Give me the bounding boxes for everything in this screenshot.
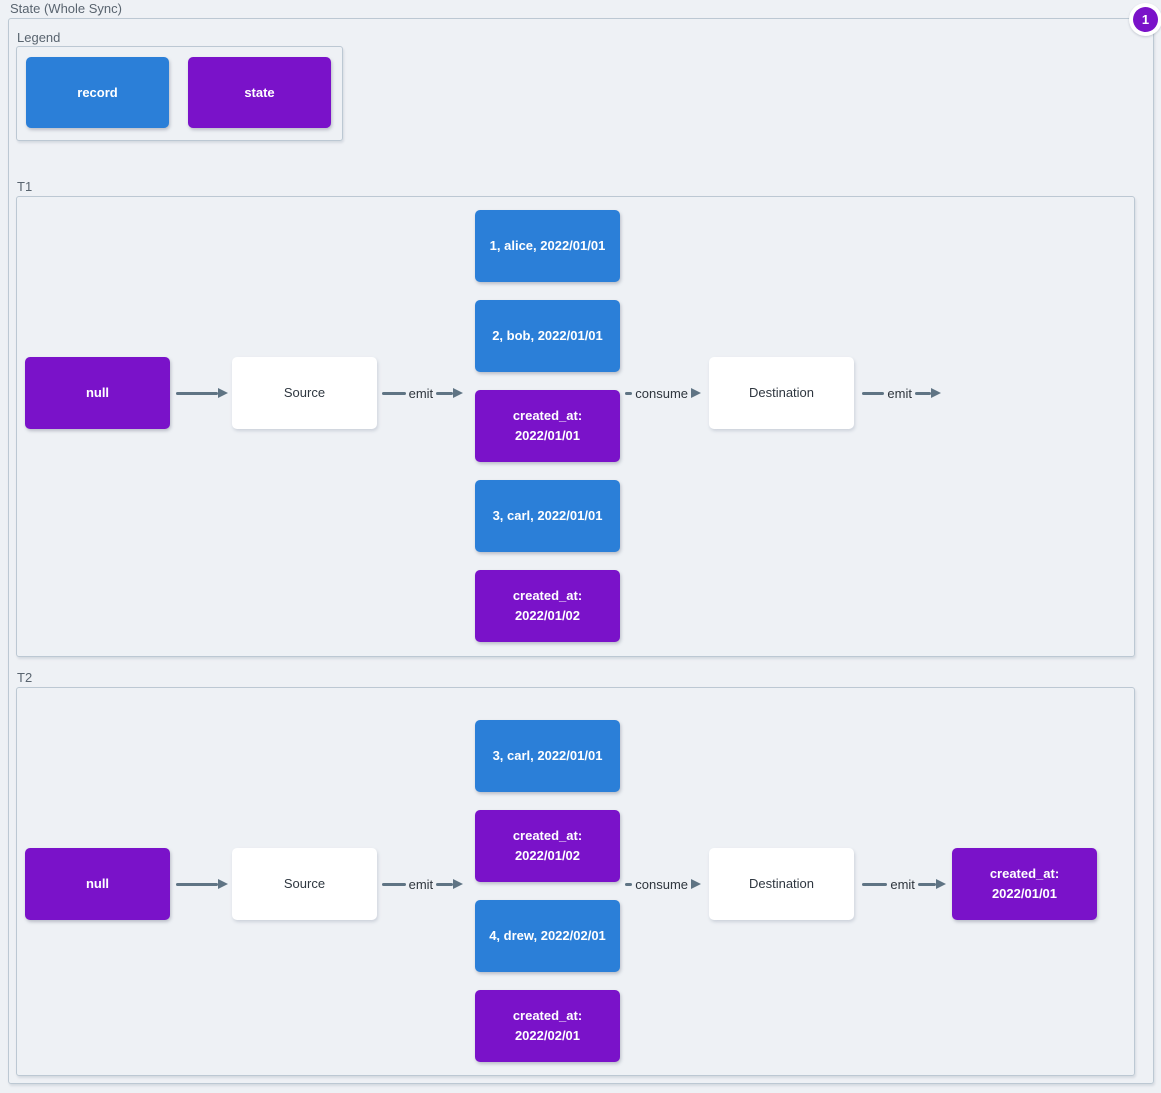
arrow-line <box>382 882 406 886</box>
arrow-line <box>436 882 453 886</box>
record-label: 1, alice, 2022/01/01 <box>489 238 606 253</box>
t1-null-state-box: null <box>25 357 170 429</box>
diagram-title: State (Whole Sync) <box>10 1 122 16</box>
t2-source-label: Source <box>283 876 326 891</box>
t2-state-box: created_at: 2022/02/01 <box>475 990 620 1062</box>
t2-emit-label: emit <box>408 876 434 892</box>
t1-record-box: 1, alice, 2022/01/01 <box>475 210 620 282</box>
t2-title: T2 <box>17 670 33 685</box>
t1-null-label: null <box>85 385 110 400</box>
t1-emit-out-arrow: emit <box>862 381 941 405</box>
arrow-line <box>625 391 633 395</box>
arrow-line <box>176 882 218 886</box>
arrow-line <box>862 882 888 886</box>
t1-source-node: Source <box>232 357 377 429</box>
t1-null-to-source-arrow <box>176 381 228 405</box>
arrowhead-icon <box>691 879 701 889</box>
arrowhead-icon <box>218 879 228 889</box>
record-label: 3, carl, 2022/01/01 <box>492 748 603 763</box>
arrowhead-icon <box>936 879 946 889</box>
t2-record-box: 4, drew, 2022/02/01 <box>475 900 620 972</box>
t2-null-label: null <box>85 876 110 891</box>
arrowhead-icon <box>453 388 463 398</box>
legend-record-label: record <box>77 84 118 100</box>
t1-record-box: 3, carl, 2022/01/01 <box>475 480 620 552</box>
arrowhead-icon <box>218 388 228 398</box>
arrow-line <box>917 882 936 886</box>
legend-title: Legend <box>17 30 61 45</box>
t1-source-label: Source <box>283 385 326 400</box>
legend-record-swatch: record <box>26 57 169 128</box>
t2-emit-arrow: emit <box>382 872 463 896</box>
state-label: created_at: 2022/01/01 <box>512 408 583 443</box>
t1-consume-arrow: consume <box>625 381 701 405</box>
arrowhead-icon <box>691 388 701 398</box>
legend-frame <box>16 46 343 141</box>
t2-destination-node: Destination <box>709 848 854 920</box>
arrow-line <box>176 391 218 395</box>
state-label: created_at: 2022/02/01 <box>512 1008 583 1043</box>
state-label: created_at: 2022/01/02 <box>512 828 583 863</box>
arrow-line <box>914 391 931 395</box>
t2-emit-out-arrow: emit <box>862 872 946 896</box>
t2-consume-arrow: consume <box>625 872 701 896</box>
record-label: 4, drew, 2022/02/01 <box>489 928 606 943</box>
state-label: created_at: 2022/01/01 <box>989 866 1060 901</box>
t2-null-to-source-arrow <box>176 872 228 896</box>
record-label: 3, carl, 2022/01/01 <box>492 508 603 523</box>
t2-consume-label: consume <box>635 876 688 892</box>
arrow-line <box>382 391 406 395</box>
state-label: created_at: 2022/01/02 <box>512 588 583 623</box>
t2-source-node: Source <box>232 848 377 920</box>
t1-emit-label: emit <box>408 385 434 401</box>
t1-consume-label: consume <box>635 385 688 401</box>
t2-record-box: 3, carl, 2022/01/01 <box>475 720 620 792</box>
t1-destination-label: Destination <box>748 385 815 400</box>
arrow-line <box>625 882 633 886</box>
t2-state-box: created_at: 2022/01/02 <box>475 810 620 882</box>
t2-null-state-box: null <box>25 848 170 920</box>
t2-destination-label: Destination <box>748 876 815 891</box>
t1-frame <box>16 196 1135 657</box>
legend-state-swatch: state <box>188 57 331 128</box>
t1-emit-out-label: emit <box>887 385 912 401</box>
annotation-badge[interactable]: 1 <box>1129 3 1161 36</box>
record-label: 2, bob, 2022/01/01 <box>492 328 603 343</box>
t1-record-box: 2, bob, 2022/01/01 <box>475 300 620 372</box>
legend-state-label: state <box>244 84 275 100</box>
t2-emit-out-label: emit <box>890 876 915 892</box>
t1-emit-arrow: emit <box>382 381 463 405</box>
t2-frame <box>16 687 1135 1076</box>
whole-sync-frame <box>8 18 1154 1084</box>
arrow-line <box>436 391 453 395</box>
arrowhead-icon <box>453 879 463 889</box>
arrowhead-icon <box>931 388 941 398</box>
t2-output-state-box: created_at: 2022/01/01 <box>952 848 1097 920</box>
annotation-badge-number: 1 <box>1133 7 1158 32</box>
t1-state-box: created_at: 2022/01/02 <box>475 570 620 642</box>
t1-destination-node: Destination <box>709 357 854 429</box>
t1-state-box: created_at: 2022/01/01 <box>475 390 620 462</box>
t1-title: T1 <box>17 179 33 194</box>
arrow-line <box>862 391 885 395</box>
